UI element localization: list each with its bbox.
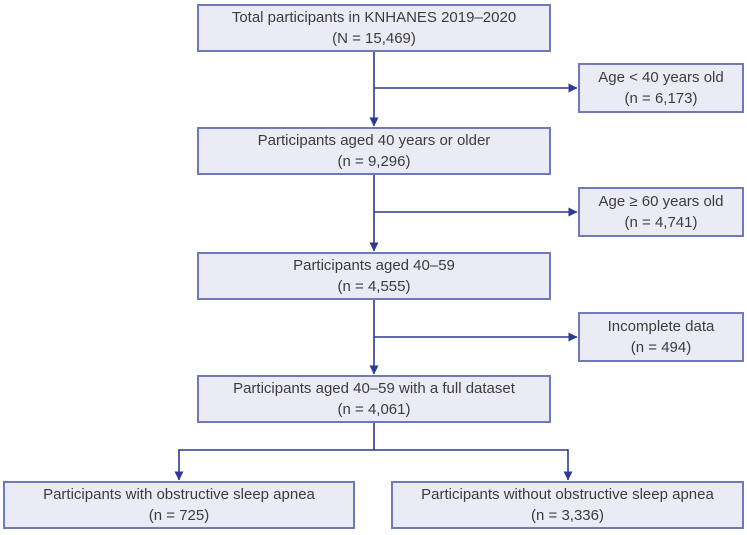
box-title: Total participants in KNHANES 2019–2020 [231,9,517,26]
box-count: (n = 4,741) [624,214,698,231]
box-title: Incomplete data [607,318,715,335]
box-with-osa: Participants with obstructive sleep apne… [3,481,355,529]
box-count: (n = 725) [148,507,210,524]
box-count: (n = 4,555) [337,278,411,295]
box-full-dataset: Participants aged 40–59 with a full data… [197,375,551,423]
box-title: Participants aged 40 years or older [257,132,491,149]
box-total-participants: Total participants in KNHANES 2019–2020 … [197,4,551,52]
box-excluded-age-60-or-older: Age ≥ 60 years old (n = 4,741) [578,187,744,237]
box-count: (n = 494) [630,339,692,356]
box-count: (n = 6,173) [624,90,698,107]
box-count: (n = 3,336) [531,507,604,524]
box-title: Participants aged 40–59 [293,257,455,274]
box-title: Participants without obstructive sleep a… [421,486,714,503]
box-count: (n = 9,296) [337,153,411,170]
box-aged-40-or-older: Participants aged 40 years or older (n =… [197,127,551,175]
box-count: (n = 4,061) [337,401,411,418]
box-title: Age < 40 years old [598,69,724,86]
box-without-osa: Participants without obstructive sleep a… [391,481,744,529]
box-title: Participants with obstructive sleep apne… [43,486,315,503]
box-count: (N = 15,469) [332,30,416,47]
box-excluded-incomplete-data: Incomplete data (n = 494) [578,312,744,362]
box-title: Age ≥ 60 years old [598,193,724,210]
split-connector [179,423,568,451]
box-aged-40-59: Participants aged 40–59 (n = 4,555) [197,252,551,300]
box-excluded-age-under-40: Age < 40 years old (n = 6,173) [578,63,744,113]
box-title: Participants aged 40–59 with a full data… [233,380,515,397]
